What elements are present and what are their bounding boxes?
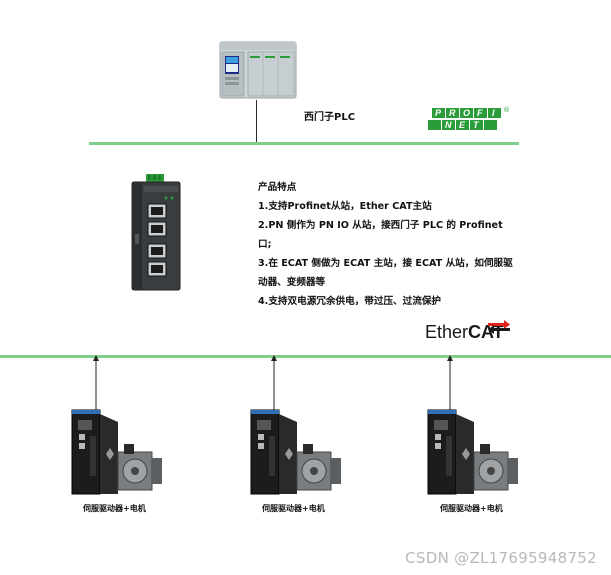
svg-text:E: E (459, 120, 466, 130)
ethercat-logo-part2: CAT (468, 322, 504, 342)
servo-connector-arrow (271, 355, 277, 411)
servo-drive-motor-image (427, 409, 518, 495)
servo-label: 伺服驱动器+电机 (83, 504, 146, 513)
ethercat-logo: EtherCAT (425, 322, 504, 343)
servo-drive-motor-image (71, 409, 162, 495)
profinet-bus-line (89, 142, 519, 145)
svg-text:R: R (449, 108, 456, 118)
plc-label: 西门子PLC (304, 112, 356, 123)
servo-label: 伺服驱动器+电机 (440, 504, 503, 513)
servo-drive-motor-image (250, 409, 341, 495)
feature-line: 3.在 ECAT 侧做为 ECAT 主站，接 ECAT 从站，如伺服驱 (258, 258, 513, 269)
gateway-device-image (131, 174, 181, 291)
profinet-row2-text: N (445, 120, 452, 130)
plc-connector-line (256, 100, 257, 144)
feature-line: 4.支持双电源冗余供电，带过压、过流保护 (258, 296, 442, 307)
profinet-logo: P R O F I N E T ® (428, 106, 510, 130)
ethercat-logo-part1: Ether (425, 322, 469, 342)
feature-line: 1.支持Profinet从站，Ether CAT主站 (258, 201, 432, 212)
servo-connector-arrow (93, 355, 99, 411)
features-title: 产品特点 (258, 182, 297, 193)
svg-text:T: T (473, 120, 480, 130)
svg-text:F: F (477, 108, 483, 118)
servo-connector-arrow (447, 355, 453, 411)
siemens-plc-image (219, 41, 297, 99)
feature-line: 口; (258, 239, 272, 250)
feature-line: 2.PN 侧作为 PN IO 从站，接西门子 PLC 的 Profinet (258, 220, 503, 231)
profinet-row1-text: P (435, 108, 442, 118)
registered-mark: ® (503, 106, 510, 114)
svg-text:O: O (463, 108, 470, 118)
feature-line: 动器、变频器等 (258, 277, 326, 288)
servo-label: 伺服驱动器+电机 (262, 504, 325, 513)
svg-text:I: I (492, 108, 495, 118)
csdn-watermark: CSDN @ZL17695948752 (405, 549, 597, 567)
ethercat-arrows-icon (488, 320, 510, 334)
ethercat-bus-line (0, 355, 611, 358)
product-features: 产品特点 1.支持Profinet从站，Ether CAT主站 2.PN 侧作为… (258, 178, 518, 311)
